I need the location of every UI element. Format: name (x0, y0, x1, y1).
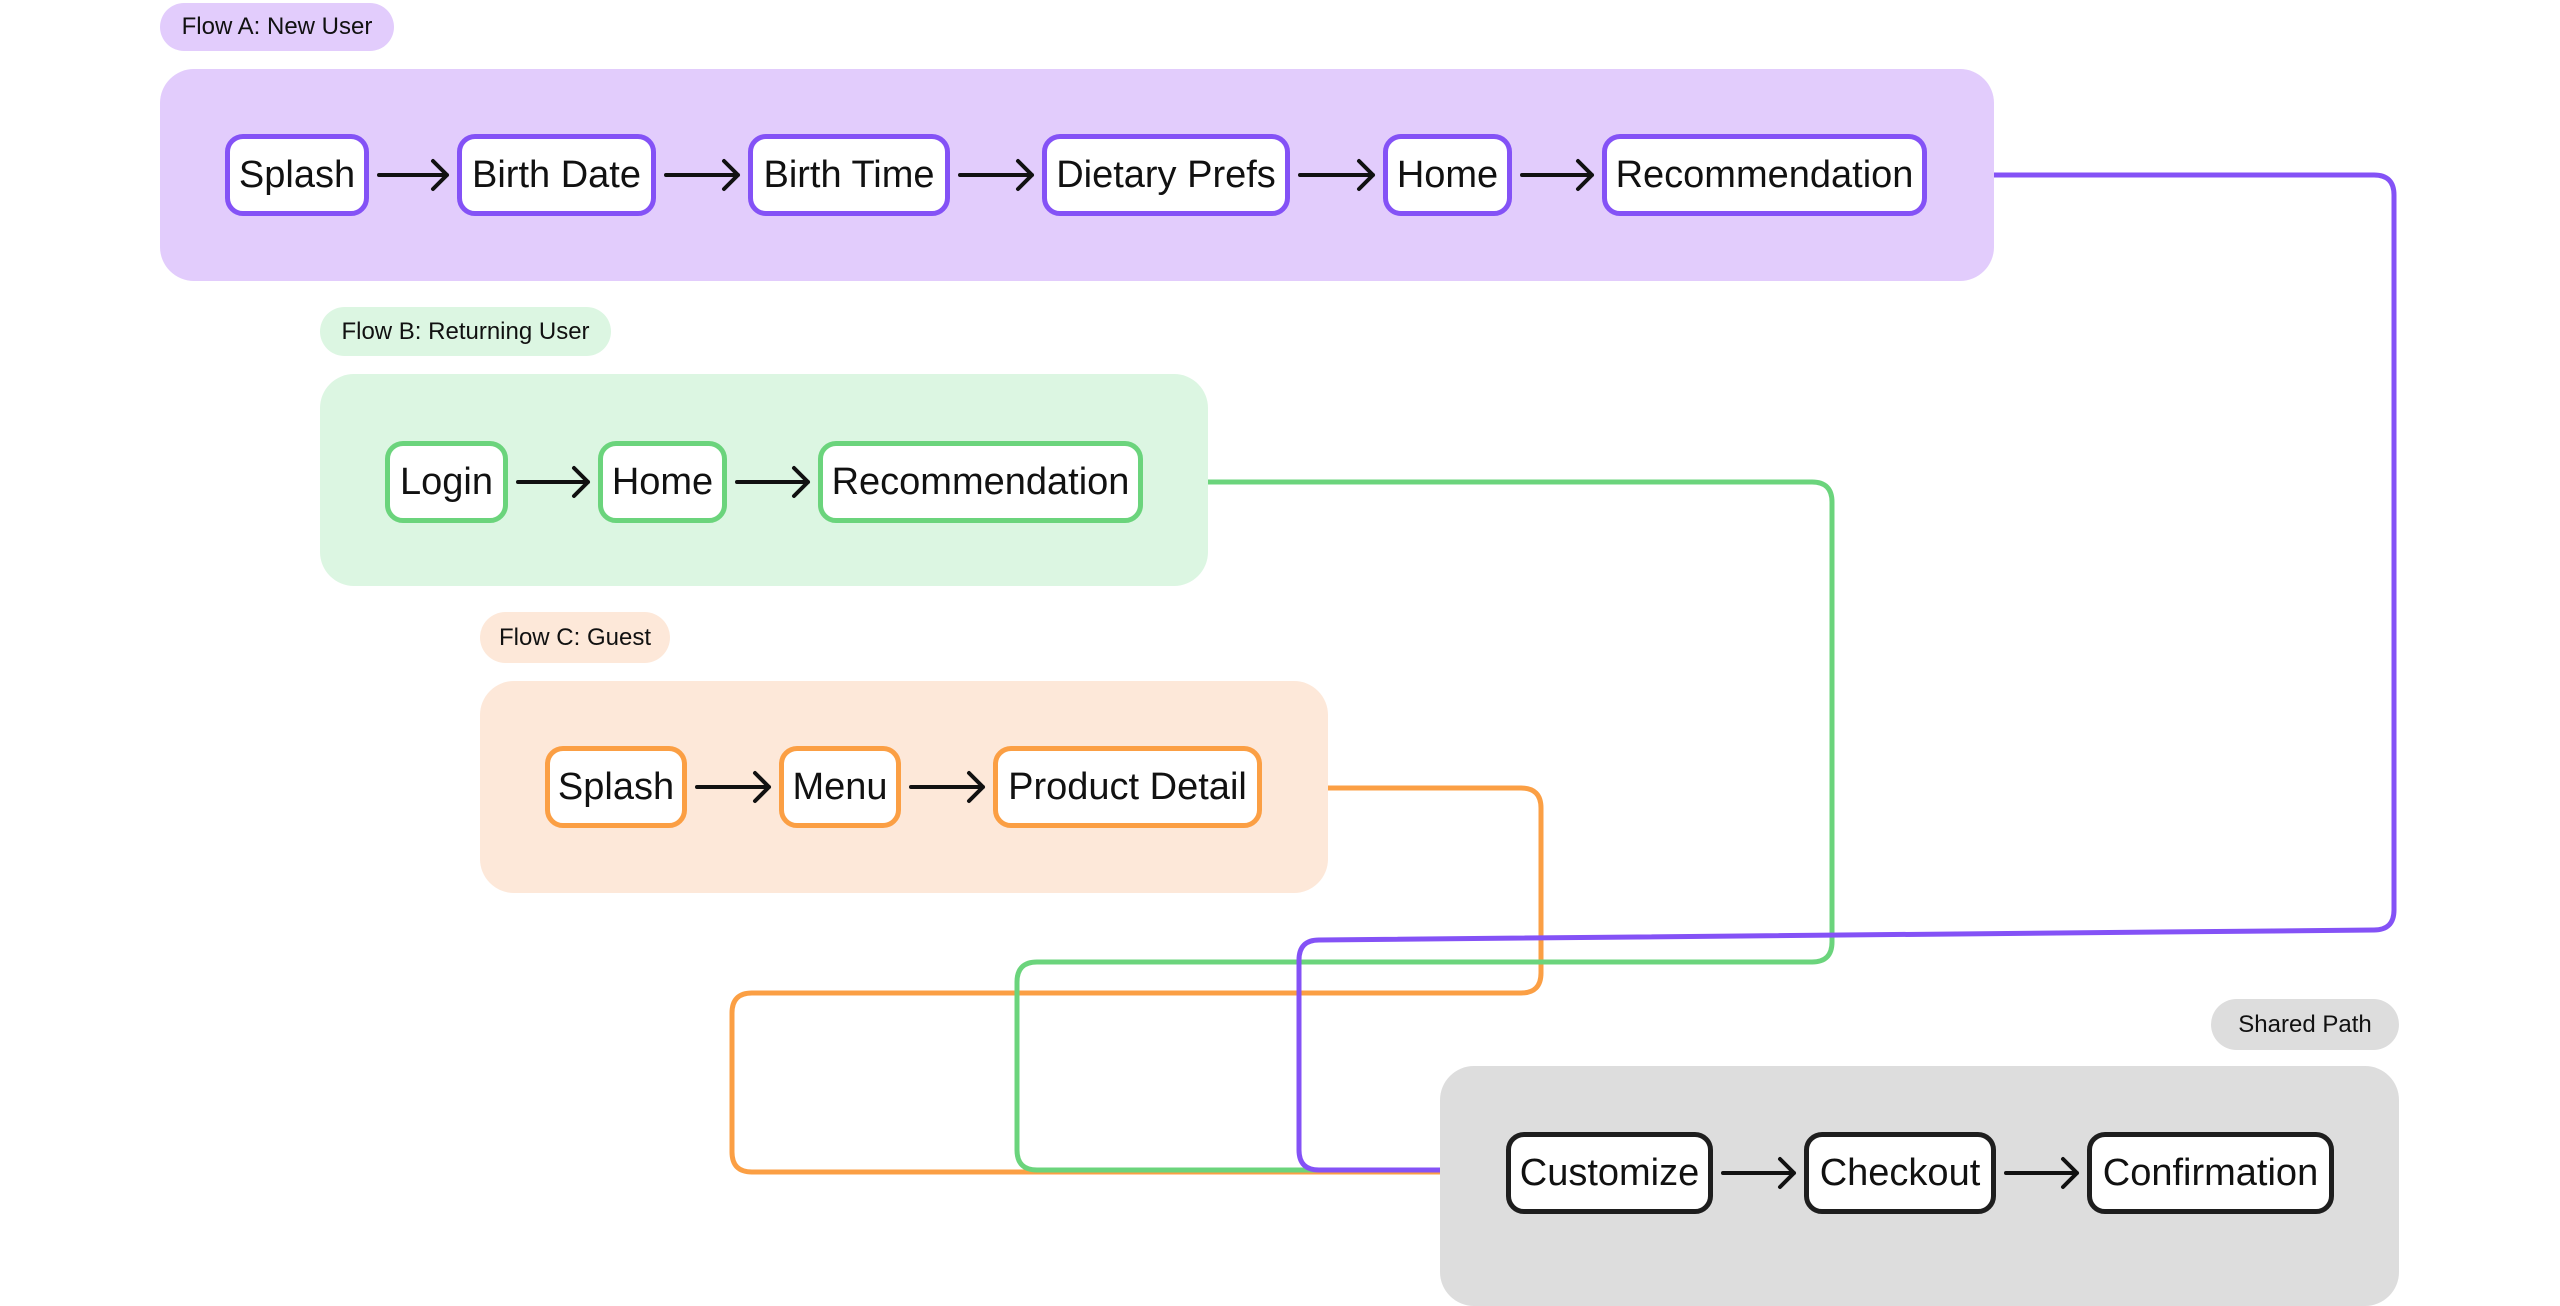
connector-flow-b-to-shared (1014, 479, 1835, 1173)
flow-a-step-dietary-prefs[interactable]: Dietary Prefs (1042, 134, 1290, 216)
flow-a-step-splash[interactable]: Splash (225, 134, 369, 216)
flow-b-step-recommendation[interactable]: Recommendation (818, 441, 1143, 523)
step-arrow-icon (1520, 159, 1594, 191)
flow-b-step-login[interactable]: Login (385, 441, 508, 523)
flow-c-label-text: Flow C: Guest (498, 623, 652, 651)
step-arrow-icon (735, 466, 810, 498)
flow-c-step-menu[interactable]: Menu (779, 746, 901, 828)
step-label: Confirmation (2102, 1151, 2319, 1194)
flow-b-label-text: Flow B: Returning User (341, 317, 590, 345)
shared-path-label: Shared Path (2211, 999, 2399, 1050)
flow-c-step-product-detail[interactable]: Product Detail (993, 746, 1262, 828)
flow-c-step-splash[interactable]: Splash (545, 746, 687, 828)
connector-flow-a-to-shared (1296, 172, 2397, 1173)
step-label: Splash (238, 153, 356, 196)
flow-b-label: Flow B: Returning User (320, 307, 611, 356)
step-label: Menu (792, 765, 888, 808)
step-label: Birth Time (763, 153, 935, 196)
flow-b-step-home[interactable]: Home (598, 441, 727, 523)
step-label: Dietary Prefs (1056, 153, 1276, 196)
step-arrow-icon (664, 159, 740, 191)
step-label: Home (611, 460, 714, 503)
flow-a-label-text: Flow A: New User (181, 13, 373, 40)
flow-a-step-birth-time[interactable]: Birth Time (748, 134, 950, 216)
flow-a-step-home[interactable]: Home (1383, 134, 1512, 216)
shared-step-checkout[interactable]: Checkout (1804, 1132, 1996, 1214)
shared-path-label-text: Shared Path (2238, 1010, 2372, 1038)
step-label: Customize (1519, 1151, 1700, 1194)
step-arrow-icon (909, 771, 985, 803)
shared-step-confirmation[interactable]: Confirmation (2087, 1132, 2334, 1214)
step-arrow-icon (377, 159, 449, 191)
step-label: Home (1396, 153, 1499, 196)
flow-c-label: Flow C: Guest (480, 612, 670, 663)
step-label: Login (400, 460, 493, 503)
connector-flow-c-to-shared (729, 785, 1544, 1175)
step-label: Checkout (1819, 1151, 1981, 1194)
step-arrow-icon (958, 159, 1034, 191)
shared-step-customize[interactable]: Customize (1506, 1132, 1713, 1214)
step-arrow-icon (1721, 1157, 1796, 1189)
step-arrow-icon (1298, 159, 1375, 191)
flow-a-step-birth-date[interactable]: Birth Date (457, 134, 656, 216)
flow-a-label: Flow A: New User (160, 3, 394, 51)
step-arrow-icon (695, 771, 771, 803)
step-arrow-icon (2004, 1157, 2079, 1189)
flow-a-step-recommendation[interactable]: Recommendation (1602, 134, 1927, 216)
step-label: Birth Date (472, 153, 641, 196)
step-label: Recommendation (831, 460, 1130, 503)
step-arrow-icon (516, 466, 590, 498)
step-label: Product Detail (1008, 765, 1247, 808)
step-label: Recommendation (1615, 153, 1914, 196)
step-label: Splash (557, 765, 675, 808)
